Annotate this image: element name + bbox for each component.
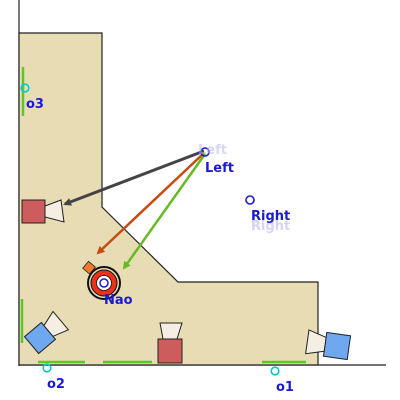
label-left-ghost: Left <box>198 143 227 158</box>
label-o3: o3 <box>26 97 44 112</box>
label-o1: o1 <box>276 380 294 395</box>
label-o2: o2 <box>47 377 65 392</box>
marker-o2 <box>42 363 52 373</box>
marker-o1 <box>270 366 280 376</box>
marker-right <box>245 195 255 205</box>
marker-left <box>200 147 210 157</box>
speaker-bottom-right <box>305 329 352 361</box>
arrow-green <box>122 153 207 270</box>
label-nao: Nao <box>104 293 133 308</box>
speaker-left-wall <box>21 199 65 224</box>
speaker-bottom-left-corner <box>23 310 70 355</box>
room-floor <box>18 32 319 366</box>
arrow-gray <box>63 149 205 206</box>
marker-o3 <box>20 83 30 93</box>
nao-robot-icon <box>82 260 121 300</box>
arrow-orange <box>96 152 205 255</box>
label-right-ghost: Right <box>251 219 290 234</box>
label-right: Right <box>251 209 290 224</box>
speaker-bottom-wall <box>157 322 183 364</box>
label-left: Left <box>205 161 234 176</box>
